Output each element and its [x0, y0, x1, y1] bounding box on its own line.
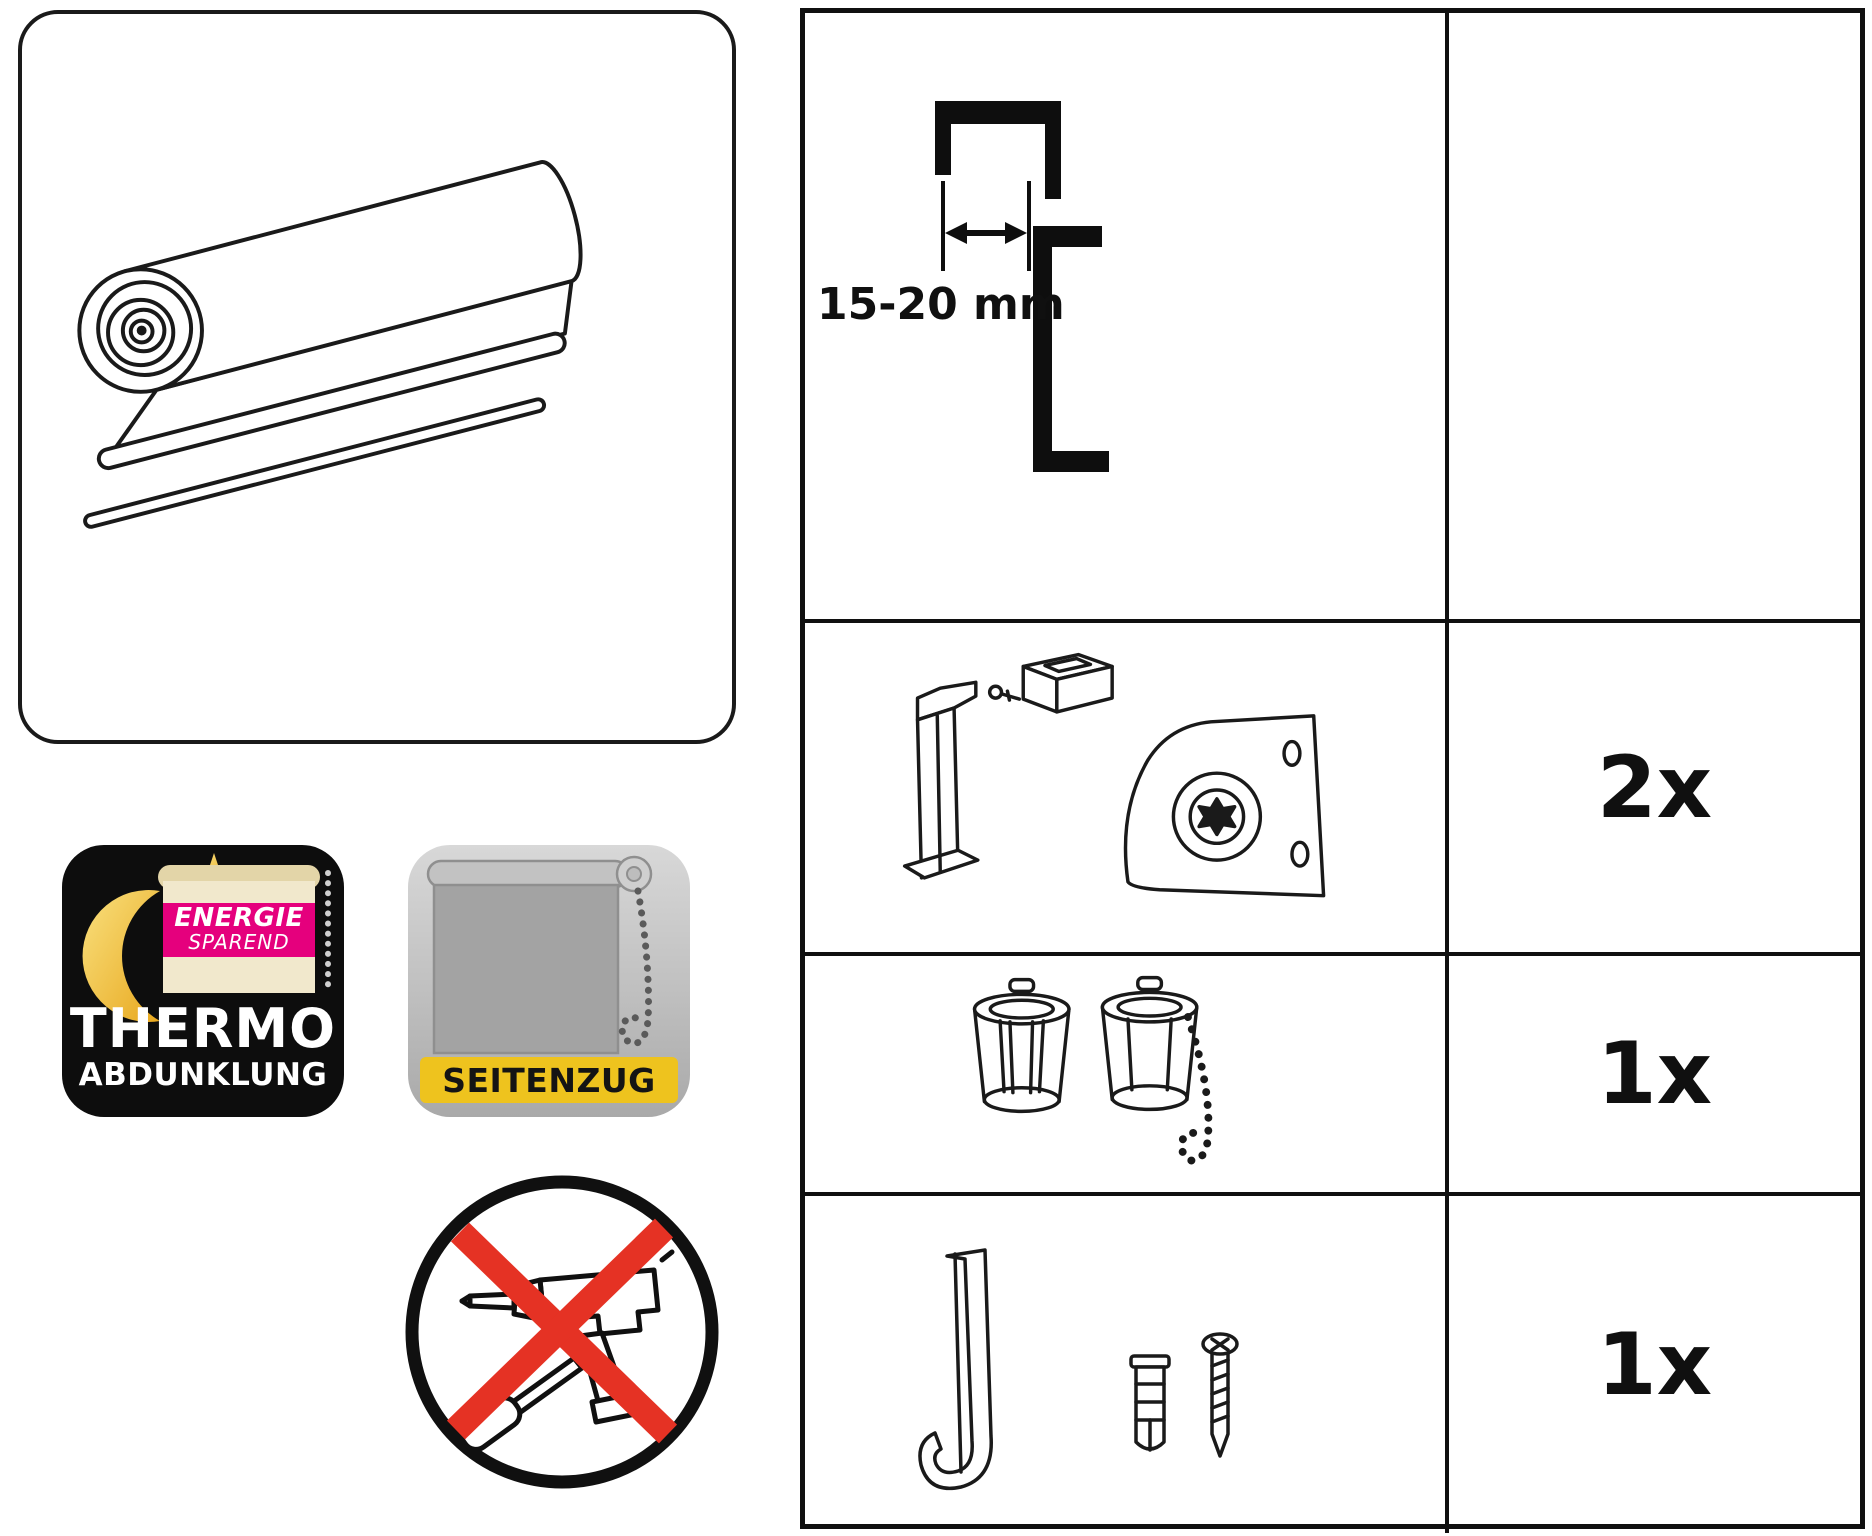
- count-cell-2: 2x: [1449, 623, 1860, 956]
- cell-clamp-range-diagram: 15-20 mm: [805, 13, 1449, 623]
- count-cell-1: [1449, 13, 1860, 623]
- thermo-title: THERMO: [69, 997, 337, 1060]
- screw-icon: [1201, 1332, 1239, 1458]
- wall-hook-plug-screw-icon: [918, 1248, 1239, 1490]
- sparend-text: SPAREND: [188, 929, 290, 954]
- frame-profile: [935, 101, 1109, 472]
- mounting-brackets-icon: [902, 652, 1326, 898]
- adapter-cup-icon: [972, 977, 1071, 1114]
- cell-wall-fixings: [805, 1196, 1449, 1533]
- seitenzug-badge: SEITENZUG: [408, 845, 690, 1117]
- fabric-roll: [122, 160, 583, 392]
- wall-hook-icon: [918, 1248, 993, 1490]
- clip-cover-icon: [1021, 652, 1114, 714]
- side-chain-blind-icon: [426, 855, 653, 1055]
- mini-roller-blind-icon: [158, 865, 331, 996]
- thermo-abdunklung-badge: ENERGIE SPAREND THERMO ABDUNKLUNG: [62, 845, 344, 1117]
- clamp-bracket-icon: [902, 680, 980, 880]
- red-cross-icon: [446, 1218, 678, 1444]
- crescent-moon-icon: [82, 890, 160, 1022]
- thermo-subtitle: ABDUNKLUNG: [78, 1057, 328, 1093]
- bottom-rod: [83, 397, 547, 529]
- roller-blind-illustration: [77, 160, 583, 529]
- clamp-range-label: 15-20 mm: [817, 279, 1065, 330]
- wall-bracket-icon: [1123, 714, 1326, 898]
- measure-lines: [941, 181, 1031, 271]
- chain-adapter-icon: [972, 975, 1213, 1165]
- parts-table: 15-20 mm: [800, 8, 1865, 1533]
- product-illustration-box: [18, 10, 736, 744]
- bead-chain-icon: [618, 887, 653, 1047]
- seitenzug-label: SEITENZUG: [420, 1057, 678, 1103]
- cell-mounting-brackets: [805, 623, 1449, 956]
- wall-plug-icon: [1129, 1354, 1171, 1452]
- measure-arrow: [945, 222, 1027, 244]
- count-cell-4: 1x: [1596, 1314, 1713, 1415]
- bead-chain-icon: [1177, 1013, 1213, 1165]
- chain-adapter-cup-icon: [1100, 975, 1199, 1112]
- cell-chain-adapters: [805, 956, 1449, 1196]
- roll-spiral-icon: [77, 267, 204, 394]
- energie-sparend-label: ENERGIE SPAREND: [163, 905, 315, 952]
- count-cell-3: 1x: [1449, 956, 1860, 1196]
- hem-bar: [96, 331, 567, 471]
- small-screw-icon: [987, 684, 1022, 702]
- energie-text: ENERGIE: [174, 903, 304, 933]
- thermo-badge-art: [82, 853, 331, 1022]
- no-drilling-icon: [392, 1162, 732, 1502]
- seitenzug-text: SEITENZUG: [442, 1060, 656, 1100]
- window-frame-profile-diagram: [935, 101, 1109, 472]
